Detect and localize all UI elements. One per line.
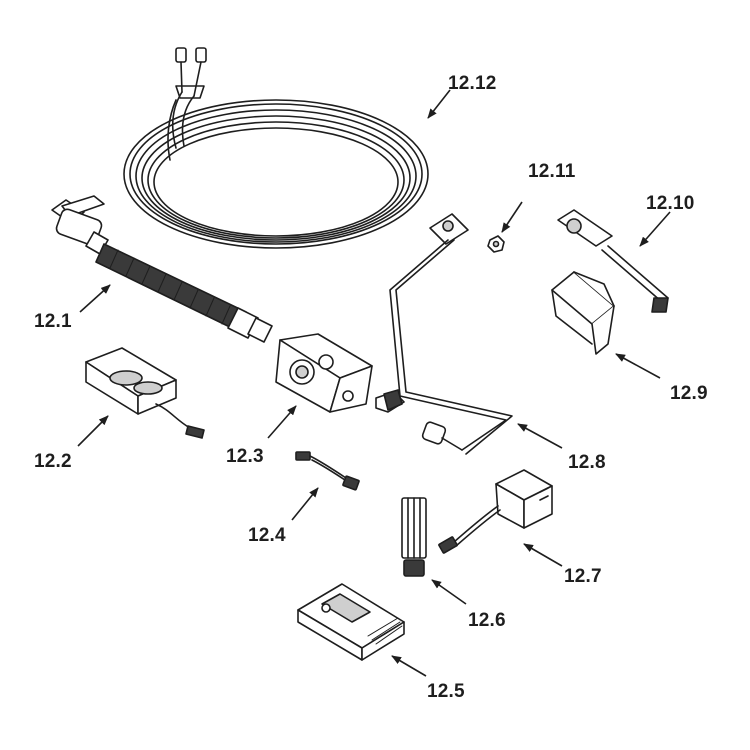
leader-12-11 — [501, 201, 523, 233]
leader-12-2 — [77, 415, 109, 447]
leader-12-10 — [639, 211, 671, 247]
battery-box-part — [85, 347, 205, 439]
callout-label-12-1: 12.1 — [34, 311, 72, 332]
gas-valve-hose-part — [51, 195, 273, 343]
callout-leaders — [77, 89, 671, 677]
callout-label-12-4: 12.4 — [248, 525, 286, 546]
thermocouple-coil-part — [123, 47, 429, 249]
leader-12-6 — [431, 579, 467, 605]
leader-12-7 — [523, 543, 563, 567]
leader-12-9 — [615, 353, 661, 379]
control-module-part — [297, 583, 405, 661]
ignitor-part — [557, 209, 669, 313]
mounting-bracket-part — [551, 271, 615, 355]
leader-12-8 — [517, 423, 563, 449]
leader-12-5 — [391, 655, 427, 677]
callout-label-12-7: 12.7 — [564, 566, 602, 587]
callout-label-12-5: 12.5 — [427, 681, 465, 702]
callout-label-12-9: 12.9 — [670, 383, 708, 404]
nut-part — [487, 235, 505, 253]
pilot-tube-part — [389, 213, 513, 455]
gas-control-valve-part — [275, 333, 405, 413]
callout-label-12-6: 12.6 — [468, 610, 506, 631]
leader-12-1 — [79, 284, 111, 313]
leader-12-4 — [291, 487, 319, 521]
wire-harness-part — [295, 451, 360, 491]
callout-label-12-12: 12.12 — [448, 73, 497, 94]
callout-label-12-3: 12.3 — [226, 446, 264, 467]
leader-12-12 — [427, 89, 451, 119]
callout-label-12-2: 12.2 — [34, 451, 72, 472]
leader-12-3 — [267, 405, 297, 439]
power-adapter-part — [438, 469, 553, 554]
callout-label-12-11: 12.11 — [528, 161, 576, 182]
callout-label-12-8: 12.8 — [568, 452, 606, 473]
connector-part — [401, 497, 427, 577]
callout-label-12-10: 12.10 — [646, 193, 695, 214]
